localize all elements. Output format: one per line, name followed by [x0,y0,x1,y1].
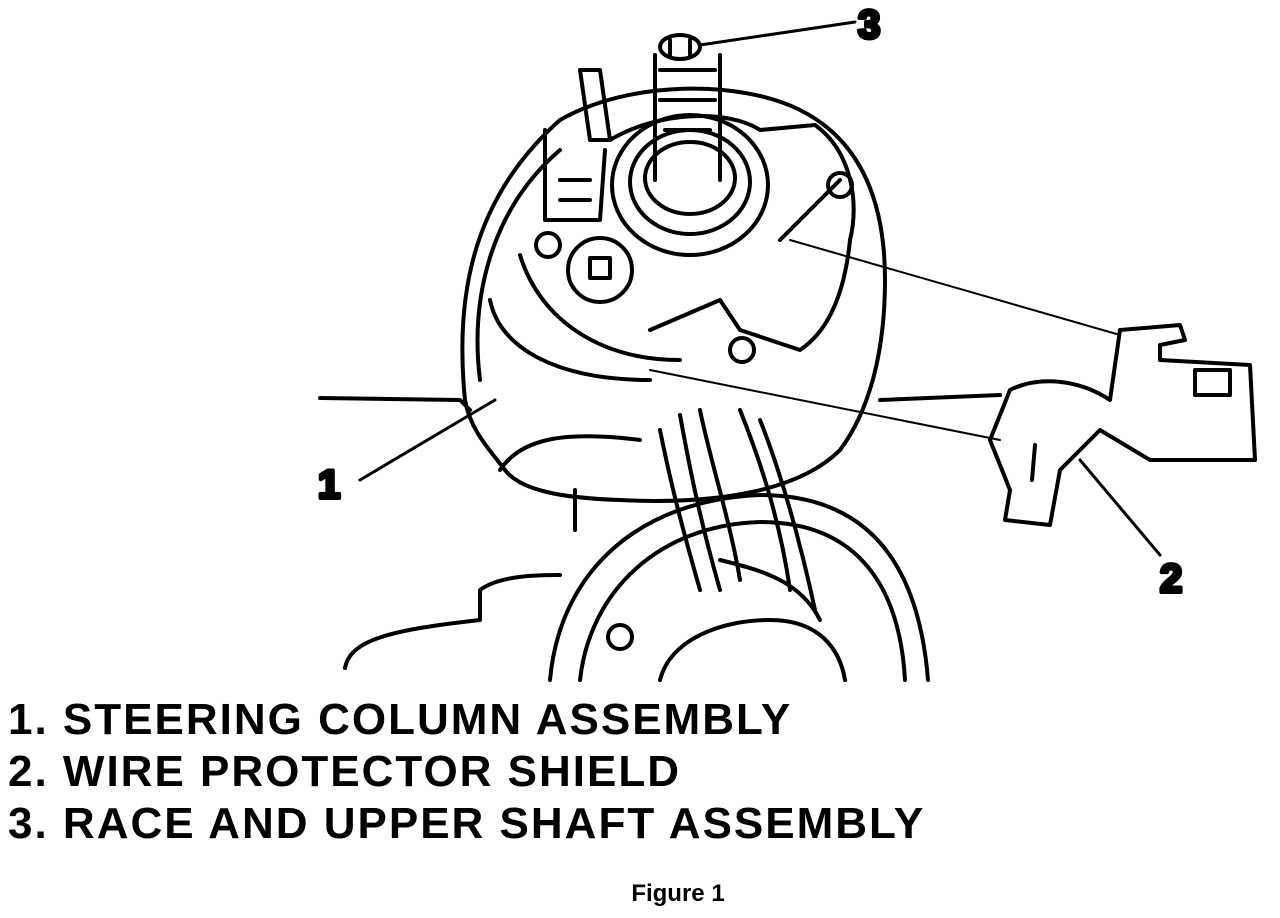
lock-plate [534,114,856,364]
leader-line-2 [1078,458,1162,557]
leader-line-1 [358,398,497,482]
wire-protector-shield [988,323,1257,527]
legend-item-race-upper-shaft: 3. RACE AND UPPER SHAFT ASSEMBLY [8,799,926,848]
column-housing [460,86,887,503]
callout-leaders [358,20,1162,557]
callout-number-1: 1 [318,463,340,507]
parts-legend: 1. STEERING COLUMN ASSEMBLY 2. WIRE PROT… [8,694,1008,850]
wiring-harness [658,408,822,622]
legend-item-steering-column: 1. STEERING COLUMN ASSEMBLY [8,695,793,744]
legend-item-wire-protector: 2. WIRE PROTECTOR SHIELD [8,747,682,796]
steering-column-illustration: 1 2 3 [316,1,1257,682]
callout-number-2: 2 [1160,557,1182,601]
switch-actuator [543,68,634,304]
race-and-upper-shaft [610,33,770,257]
figure-caption: Figure 1 [631,880,725,907]
leader-line-3 [698,20,857,47]
lower-ring [548,493,930,682]
callout-number-3: 3 [858,3,880,47]
